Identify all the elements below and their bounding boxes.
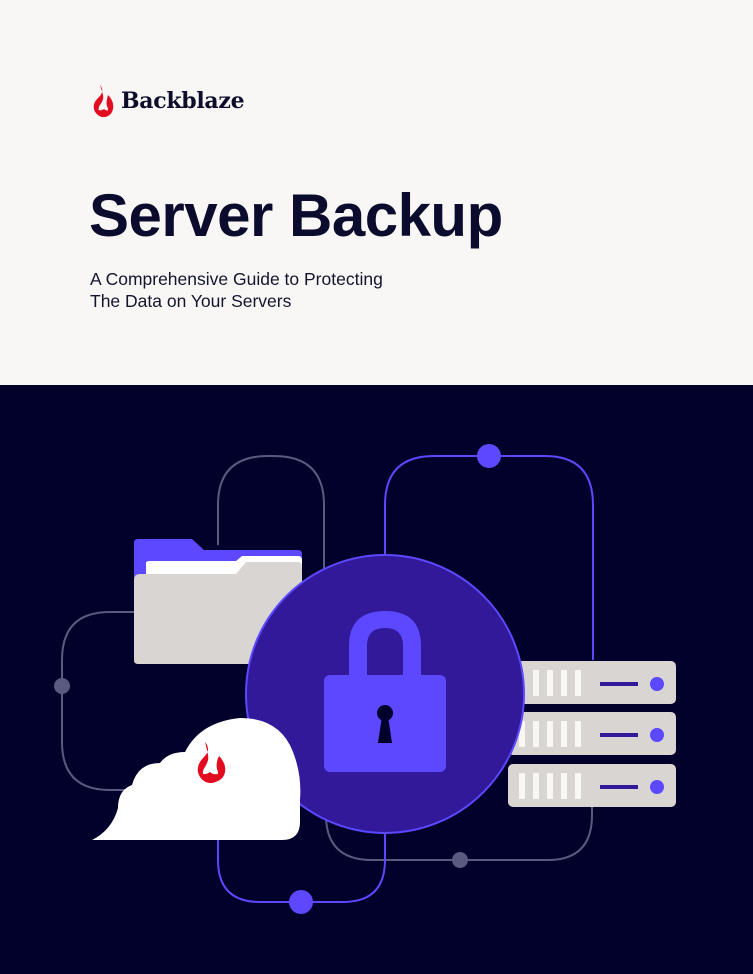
page-title: Server Backup [89, 182, 503, 249]
cover-illustration-panel [0, 385, 753, 974]
node-dot [289, 890, 313, 914]
keyhole-icon [377, 705, 393, 721]
cloud-icon [92, 718, 301, 840]
lock-icon [324, 611, 446, 772]
brand-logo: Backblaze [91, 84, 245, 118]
cover-header: Backblaze Server Backup A Comprehensive … [0, 0, 753, 385]
brand-name: Backblaze [121, 88, 245, 114]
flame-icon [197, 742, 226, 783]
subtitle-line-1: A Comprehensive Guide to Protecting [90, 269, 383, 289]
page-subtitle: A Comprehensive Guide to Protecting The … [90, 268, 383, 312]
connector-line [61, 611, 135, 791]
subtitle-line-2: The Data on Your Servers [90, 291, 292, 311]
node-dot [452, 852, 468, 868]
connector-line [217, 455, 325, 580]
lock-badge [245, 554, 525, 834]
flame-icon [93, 85, 114, 117]
node-dot [54, 678, 70, 694]
connector-line [325, 800, 593, 861]
security-illustration [54, 444, 676, 914]
node-dot [477, 444, 501, 468]
server-rack-icon [508, 661, 676, 807]
